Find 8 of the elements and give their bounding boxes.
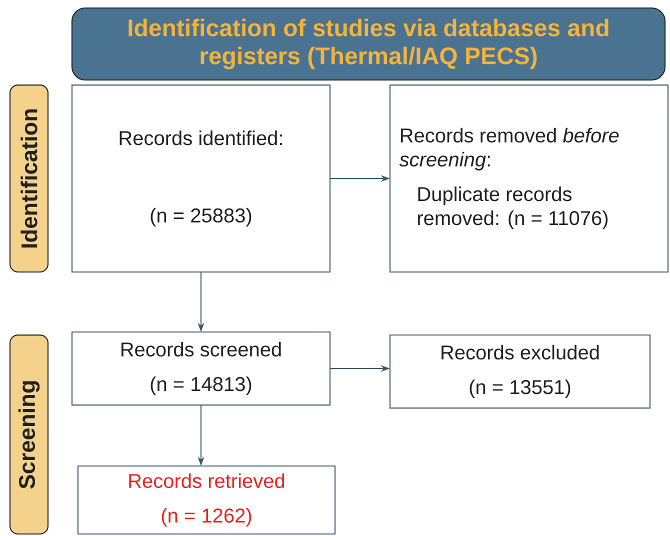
stage-band: Screening — [9, 334, 49, 534]
process-box: Records identified: (n = 25883) — [71, 84, 331, 272]
process-box: Records screened (n = 14813) — [71, 331, 331, 406]
process-box: Records retrieved (n = 1262) — [77, 465, 336, 535]
process-box: Records excluded (n = 13551) — [389, 334, 651, 409]
process-box: Records removed before screening: Duplicate records removed: (n = 11076) — [389, 84, 669, 272]
title-banner: Identification of studies via databases and registers (Thermal/IAQ PECS) — [71, 7, 666, 81]
stage-band: Identification — [9, 84, 49, 272]
